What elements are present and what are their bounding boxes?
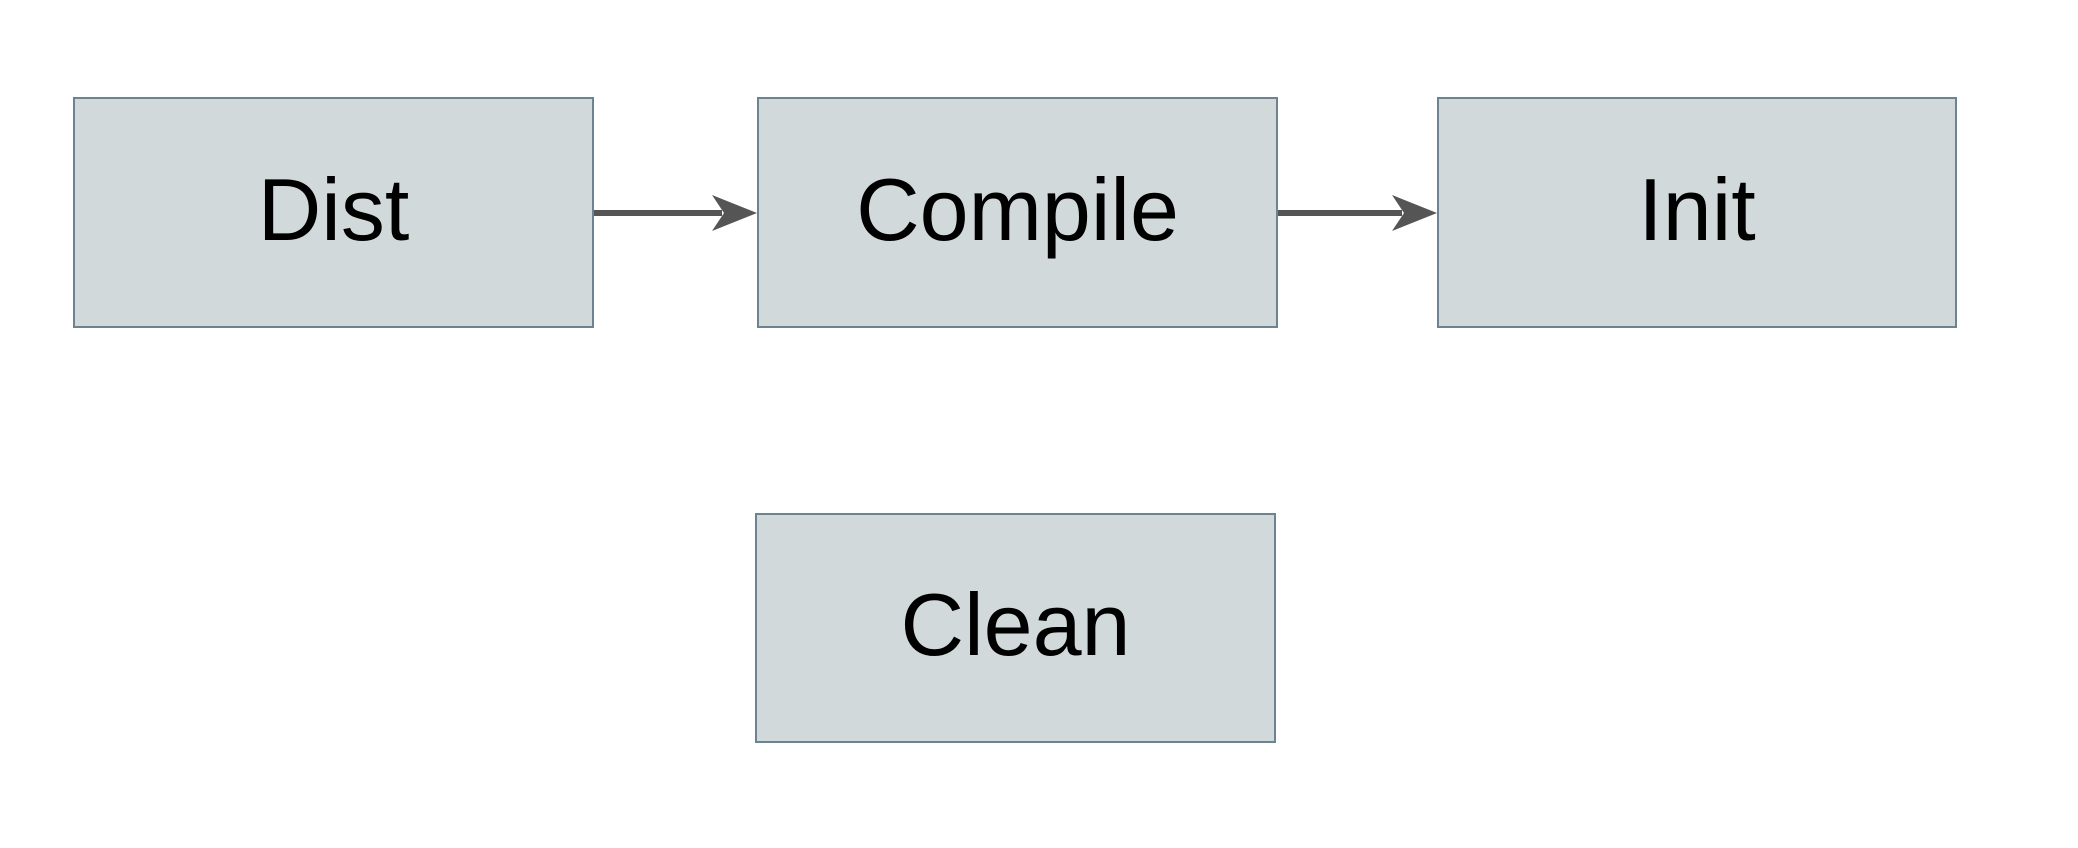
- node-compile-label: Compile: [856, 159, 1179, 259]
- node-compile: Compile: [757, 97, 1278, 328]
- arrow-compile-to-init: [1278, 195, 1437, 231]
- node-clean: Clean: [755, 513, 1276, 743]
- arrow-dist-to-compile: [594, 195, 757, 231]
- arrowhead-icon: [1392, 195, 1437, 231]
- node-init-label: Init: [1638, 159, 1756, 259]
- arrowhead-icon: [712, 195, 757, 231]
- node-dist-label: Dist: [257, 159, 410, 259]
- node-init: Init: [1437, 97, 1957, 328]
- node-clean-label: Clean: [900, 575, 1131, 674]
- node-dist: Dist: [73, 97, 594, 328]
